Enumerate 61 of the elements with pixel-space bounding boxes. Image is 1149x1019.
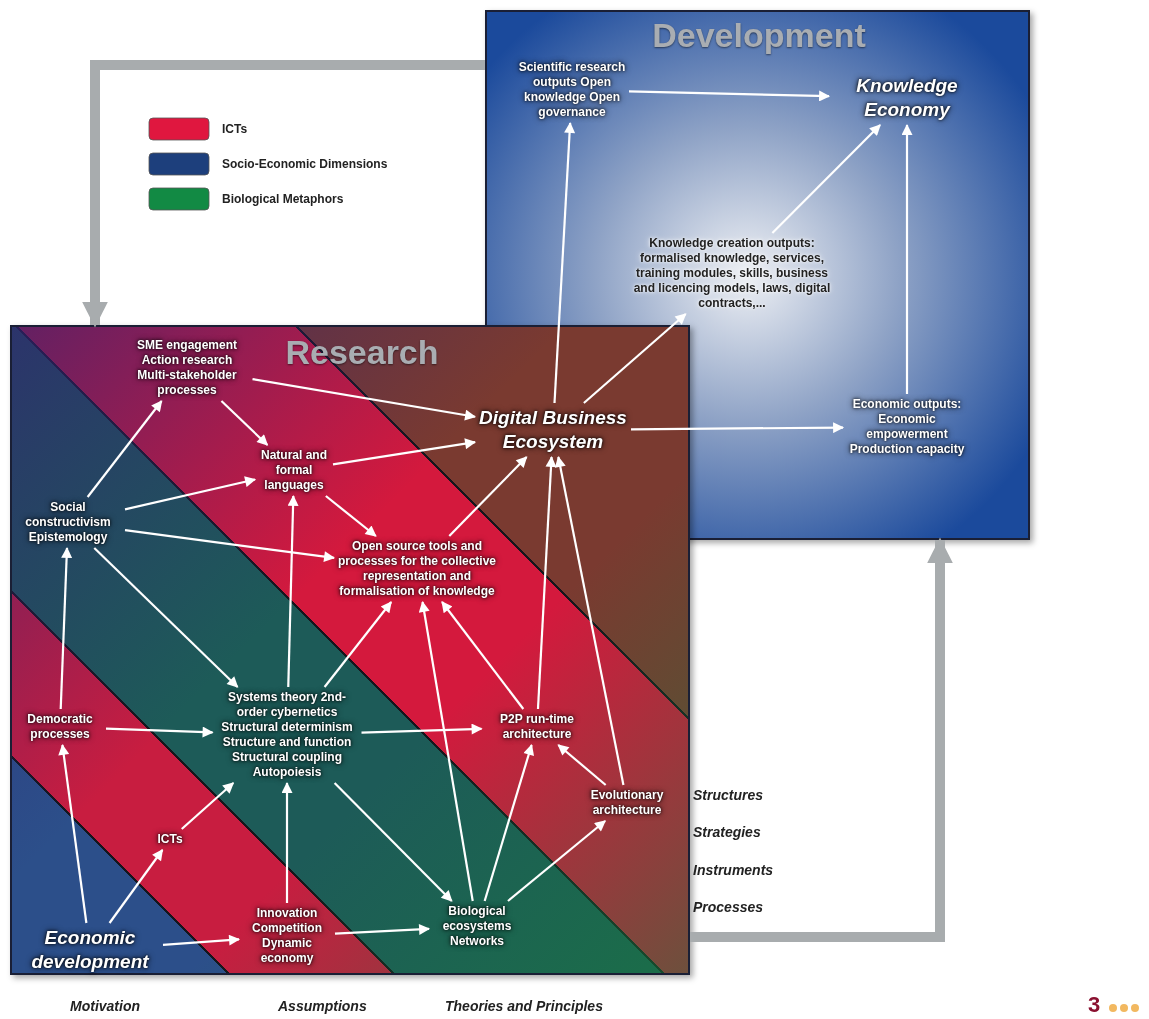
- arrow: [162, 934, 241, 946]
- concept-text: SME engagement Action research Multi-stakeholder processes: [124, 338, 250, 398]
- arrow: [554, 455, 625, 786]
- arrow: [86, 400, 163, 498]
- arrow: [333, 782, 453, 902]
- arrow: [628, 90, 831, 102]
- arrow: [448, 456, 528, 537]
- concept-text: Knowledge creation outputs: formalised knowledge, services, training modules, skills, business and licencing models, laws, digital contracts,...: [625, 236, 839, 311]
- axis-label: Motivation: [70, 998, 140, 1014]
- concept-text: Knowledge Economy: [832, 74, 982, 122]
- arrow: [901, 123, 913, 394]
- axis-label: Strategies: [693, 824, 761, 840]
- research-panel: [10, 325, 690, 975]
- arrow: [332, 438, 477, 466]
- axis-label: Structures: [693, 787, 764, 803]
- concept-text: Social constructivism Epistemology: [14, 500, 122, 545]
- concept-text: Democratic processes: [17, 712, 103, 742]
- arrow: [220, 400, 269, 446]
- concept-text: Innovation Competition Dynamic economy: [242, 906, 332, 966]
- concept-text: ICTs: [145, 832, 195, 847]
- concept-text: Systems theory 2nd-order cybernetics Structural determinism Structure and function Structural coupling Autopoiesis: [215, 690, 359, 780]
- page-number: 3: [1088, 992, 1101, 1018]
- concept-text: P2P run-time architecture: [484, 712, 590, 742]
- legend-label: ICTs: [222, 122, 248, 136]
- arrow: [553, 121, 576, 404]
- arrow: [507, 820, 606, 902]
- arrow: [281, 781, 293, 903]
- axis-label: Theories and Principles: [445, 998, 603, 1014]
- loop-arrow: [690, 537, 953, 942]
- arrow: [108, 849, 164, 924]
- arrow: [124, 476, 257, 511]
- axis-label: Instruments: [693, 862, 774, 878]
- arrow: [361, 723, 483, 735]
- axis-label: Assumptions: [278, 998, 367, 1014]
- arrow: [631, 422, 845, 434]
- arrow: [583, 313, 687, 404]
- arrow: [323, 601, 393, 688]
- arrow: [441, 601, 525, 710]
- concept-text: Natural and formal languages: [258, 448, 330, 493]
- axis-label: Processes: [693, 899, 764, 915]
- concept-text: Economic development: [20, 926, 160, 974]
- arrow: [58, 743, 88, 924]
- arrow: [325, 495, 377, 537]
- concept-text: Biological ecosystems Networks: [432, 904, 522, 949]
- panel-title: Development: [652, 16, 866, 55]
- concept-text: Open source tools and processes for the collective representation and formalisation of knowledge: [337, 539, 497, 599]
- arrow: [181, 782, 235, 830]
- concept-text: Scientific research outputs Open knowledge Open governance: [518, 60, 626, 120]
- legend-label: Biological Metaphors: [222, 192, 344, 206]
- concept-text: Economic outputs: Economic empowerment Production capacity: [846, 397, 968, 457]
- arrow: [418, 600, 474, 902]
- loop-arrow: [82, 60, 485, 328]
- arrow: [483, 743, 534, 902]
- arrow: [771, 124, 881, 234]
- arrow: [557, 744, 607, 786]
- concept-text: Evolutionary architecture: [579, 788, 675, 818]
- arrow: [59, 546, 73, 710]
- legend-label: Socio-Economic Dimensions: [222, 157, 388, 171]
- arrow: [105, 726, 214, 738]
- concept-text: Digital Business Ecosystem: [478, 406, 628, 454]
- arrow: [287, 494, 299, 688]
